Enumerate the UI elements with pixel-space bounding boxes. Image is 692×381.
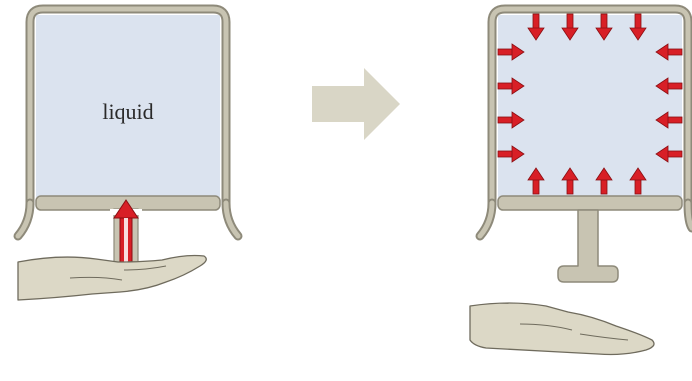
right-container (475, 4, 692, 283)
right-piston (497, 195, 683, 211)
right-piston-rod (557, 209, 619, 283)
liquid-label: liquid (102, 99, 153, 124)
hand-icon (469, 302, 655, 356)
right-liquid (498, 15, 682, 197)
left-liquid (36, 15, 220, 197)
up-arrow-icon (113, 199, 139, 267)
left-container: liquid (13, 4, 243, 241)
right-arrow-icon (312, 68, 400, 140)
hand-icon (17, 254, 207, 301)
